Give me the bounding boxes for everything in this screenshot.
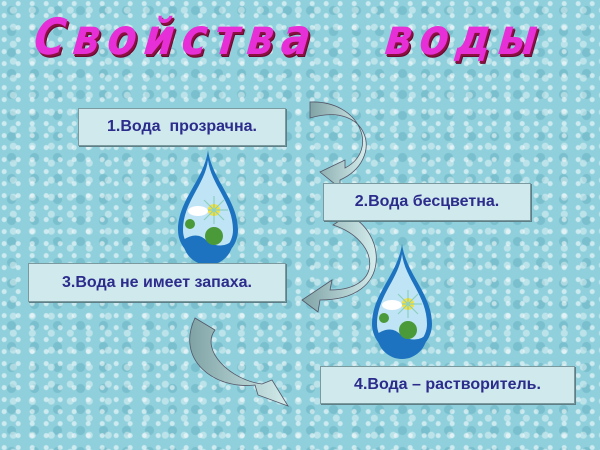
property-box-4: 4.Вода – растворитель. xyxy=(320,366,575,404)
property-box-2: 2.Вода бесцветна. xyxy=(323,183,531,221)
curved-arrow-icon xyxy=(189,317,289,407)
property-box-3: 3.Вода не имеет запаха. xyxy=(28,263,286,302)
curved-arrow-icon xyxy=(301,214,377,313)
water-drop-icon xyxy=(371,243,433,360)
water-drop-icon xyxy=(177,149,239,266)
property-box-1: 1.Вода прозрачна. xyxy=(78,108,286,146)
curved-arrow-icon xyxy=(309,101,367,189)
